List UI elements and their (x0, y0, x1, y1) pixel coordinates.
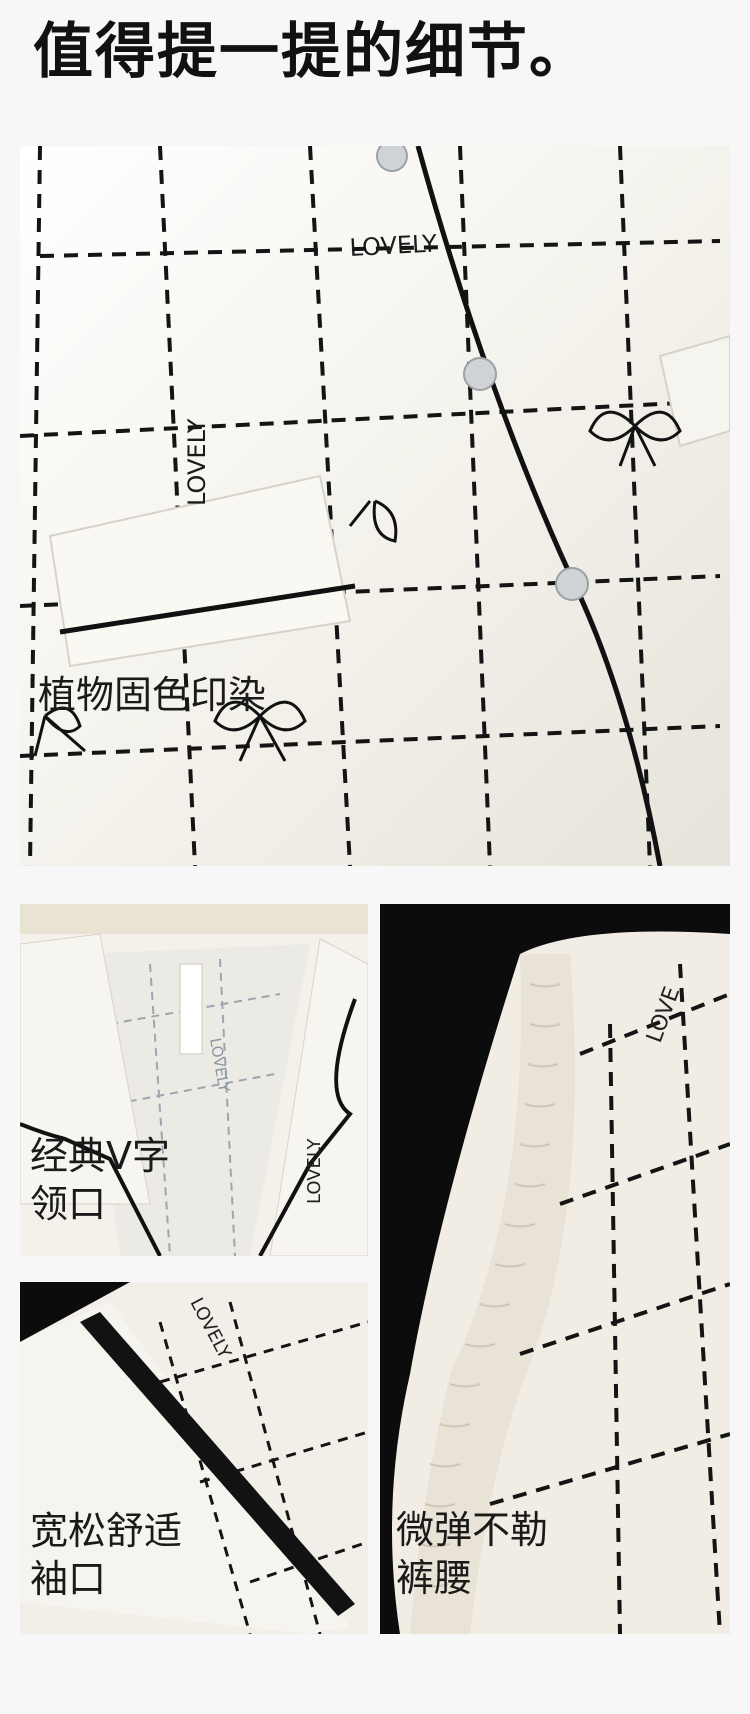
collar-caption-line-2: 领口 (30, 1182, 107, 1226)
waistband-caption-line-2: 裤腰 (396, 1556, 473, 1600)
waistband-caption: 微弹不勒 裤腰 (396, 1506, 548, 1602)
chest-pocket (48, 474, 356, 668)
waistband-caption-line-1: 微弹不勒 (396, 1508, 549, 1552)
cuff-piping (80, 1312, 355, 1616)
elastic-band (410, 954, 575, 1634)
size-label (179, 963, 203, 1055)
waistband-plaid (489, 963, 730, 1634)
waistband-illustration: LOVE (380, 904, 730, 1634)
collar-caption: 经典V字 领口 (30, 1132, 170, 1228)
print-caption: 植物固色印染 (38, 671, 266, 719)
collar-piping (20, 1122, 162, 1256)
print-text-vertical: LOVELY (183, 418, 211, 506)
buttons (376, 146, 589, 601)
cuff-caption-line-1: 宽松舒适 (30, 1509, 183, 1553)
cuff-detail-photo: LOVELY 宽松舒适 袖口 (20, 1282, 368, 1634)
print-text: LOVELY (349, 229, 438, 262)
waistband-detail-photo: LOVE 微弹不勒 裤腰 (380, 904, 730, 1634)
collar-side-text: LOVELY (304, 1137, 325, 1204)
print-caption-line: 植物固色印染 (38, 673, 267, 717)
cuff-caption: 宽松舒适 袖口 (30, 1507, 182, 1603)
fabric-print-illustration: LOVELY LOVELY (20, 146, 730, 866)
bow-motif (33, 410, 682, 762)
collar-illustration: LOVELY LOVELY (20, 904, 368, 1256)
cuff-illustration: LOVELY (20, 1282, 368, 1634)
cuff-caption-line-2: 袖口 (30, 1557, 107, 1601)
plaid-grid (20, 146, 721, 866)
print-detail-photo: LOVELY LOVELY 植物固色印染 (20, 146, 730, 866)
page-title: 值得提一提的细节。 (33, 17, 591, 87)
collar-detail-photo: LOVELY LOVELY 经典V字 领口 (20, 904, 368, 1256)
collar-caption-line-1: 经典V字 (30, 1134, 170, 1178)
